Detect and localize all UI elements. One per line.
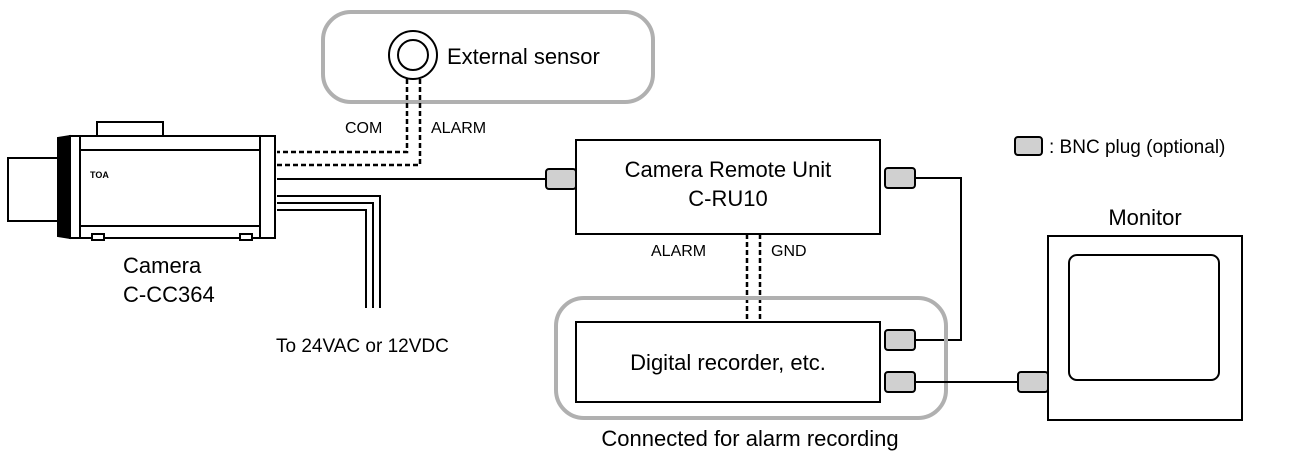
com-wire-label: COM: [345, 120, 382, 137]
recorder-group-label: Connected for alarm recording: [601, 426, 898, 451]
remote-unit-box: [575, 139, 881, 235]
power-cable: [277, 195, 381, 308]
bnc-plug-legend-icon: [1014, 136, 1043, 156]
gnd-wire-label: GND: [771, 243, 807, 260]
sensor-alarm-wires: [277, 79, 422, 167]
recorder-group-outline: [554, 296, 948, 420]
recorder-label: Digital recorder, etc.: [630, 350, 826, 375]
camera-model-label: C-CC364: [123, 282, 215, 307]
bnc-plug-recorder-out: [884, 371, 916, 393]
external-sensor-label: External sensor: [447, 44, 600, 69]
monitor-icon: [1047, 235, 1243, 421]
remote-unit-model-label: C-RU10: [688, 186, 767, 211]
monitor-label: Monitor: [1108, 205, 1181, 230]
bnc-plug-monitor-in: [1017, 371, 1049, 393]
video-cable-remote-to-recorder: [915, 177, 962, 341]
recorder-box: [575, 321, 881, 403]
alarm-gnd-wires: [745, 234, 762, 322]
camera-label: Camera: [123, 253, 202, 278]
camera-brand-logo: TOA: [90, 170, 109, 180]
alarm-wire-label-top: ALARM: [431, 120, 486, 137]
bnc-plug-recorder-in: [884, 329, 916, 351]
external-sensor-icon: [388, 30, 438, 80]
camera-icon: [7, 121, 276, 241]
alarm-wire-label-bottom: ALARM: [651, 243, 706, 260]
remote-unit-label: Camera Remote Unit: [625, 157, 832, 182]
legend-label: : BNC plug (optional): [1049, 137, 1225, 158]
sensor-group-outline: [321, 10, 655, 104]
bnc-plug-camera-side: [545, 168, 577, 190]
bnc-plug-remote-out: [884, 167, 916, 189]
power-label: To 24VAC or 12VDC: [276, 336, 449, 357]
